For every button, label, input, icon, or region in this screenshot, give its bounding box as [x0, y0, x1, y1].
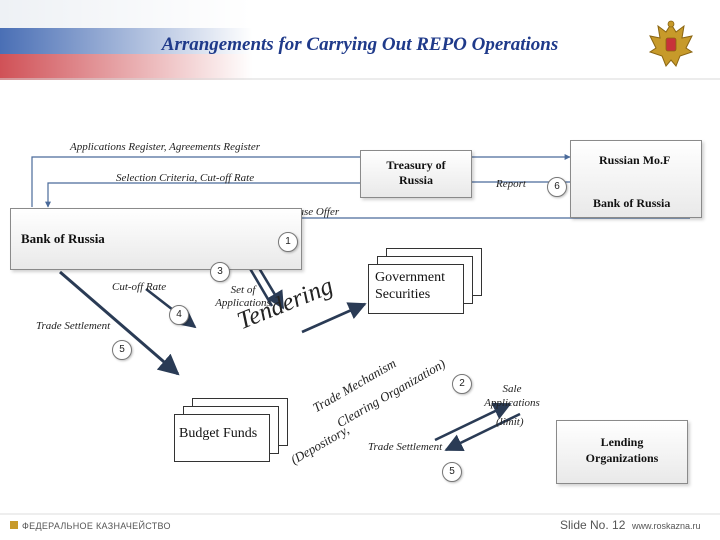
selection-criteria-label: Selection Criteria, Cut-off Rate — [116, 172, 255, 184]
step-3-badge: 3 — [210, 262, 230, 282]
sale-applications-label: Sale Applications — [484, 383, 540, 409]
emblem-icon — [648, 20, 694, 67]
step-4-badge: 4 — [169, 305, 189, 325]
bank-of-russia-right-label: Bank of Russia — [593, 196, 671, 210]
treasury-node: Treasury of Russia — [360, 150, 472, 198]
trade-settlement-bottom-label: Trade Settlement — [368, 441, 443, 453]
cutoff-rate-label: Cut-off Rate — [112, 281, 167, 293]
step-5-bottom-badge: 5 — [442, 462, 462, 482]
flag-background — [0, 0, 720, 80]
mof-bank-node: Russian Mo.F Bank of Russia — [570, 140, 702, 218]
limit-label: (limit) — [496, 416, 524, 428]
step-2-badge: 2 — [452, 374, 472, 394]
slide-number: Slide No. 12 — [560, 518, 626, 532]
arrow-trade-settlement-left — [59, 270, 180, 376]
lending-organizations-label: Lending Organizations — [585, 435, 659, 465]
lending-organizations-node: Lending Organizations — [556, 420, 688, 484]
footer-logo-icon — [10, 521, 18, 529]
page-title: Arrangements for Carrying Out REPO Opera… — [161, 34, 559, 55]
footer-bar — [0, 513, 720, 529]
arrow-sale-applications — [434, 402, 512, 442]
report-label: Report — [496, 178, 526, 190]
header-bar: Arrangements for Carrying Out REPO Opera… — [0, 0, 720, 80]
budget-funds-label: Budget Funds — [179, 426, 258, 441]
budget-funds-node: Budget Funds — [174, 414, 270, 462]
footer-org: ФЕДЕРАЛЬНОЕ КАЗНАЧЕЙСТВО — [22, 521, 171, 531]
step-1-badge: 1 — [278, 232, 298, 252]
treasury-label: Treasury of Russia — [386, 158, 446, 187]
bank-of-russia-left-node: Bank of Russia — [10, 208, 302, 270]
step-5-left-badge: 5 — [112, 340, 132, 360]
government-securities-node: Government Securities — [368, 264, 464, 314]
trade-settlement-left-label: Trade Settlement — [36, 320, 111, 332]
applications-register-label: Applications Register, Agreements Regist… — [70, 141, 261, 153]
set-of-applications-label: Set of Applications — [215, 284, 271, 309]
footer-site-link[interactable]: www.roskazna.ru — [632, 521, 701, 531]
step-6-badge: 6 — [547, 177, 567, 197]
bank-of-russia-left-label: Bank of Russia — [21, 231, 105, 246]
arrow-step-2 — [444, 412, 521, 452]
russian-mof-label: Russian Mo.F — [599, 153, 671, 167]
arrow-to-securities — [301, 302, 367, 334]
government-securities-label: Government Securities — [375, 270, 445, 302]
criteria-flow-line — [45, 182, 360, 208]
